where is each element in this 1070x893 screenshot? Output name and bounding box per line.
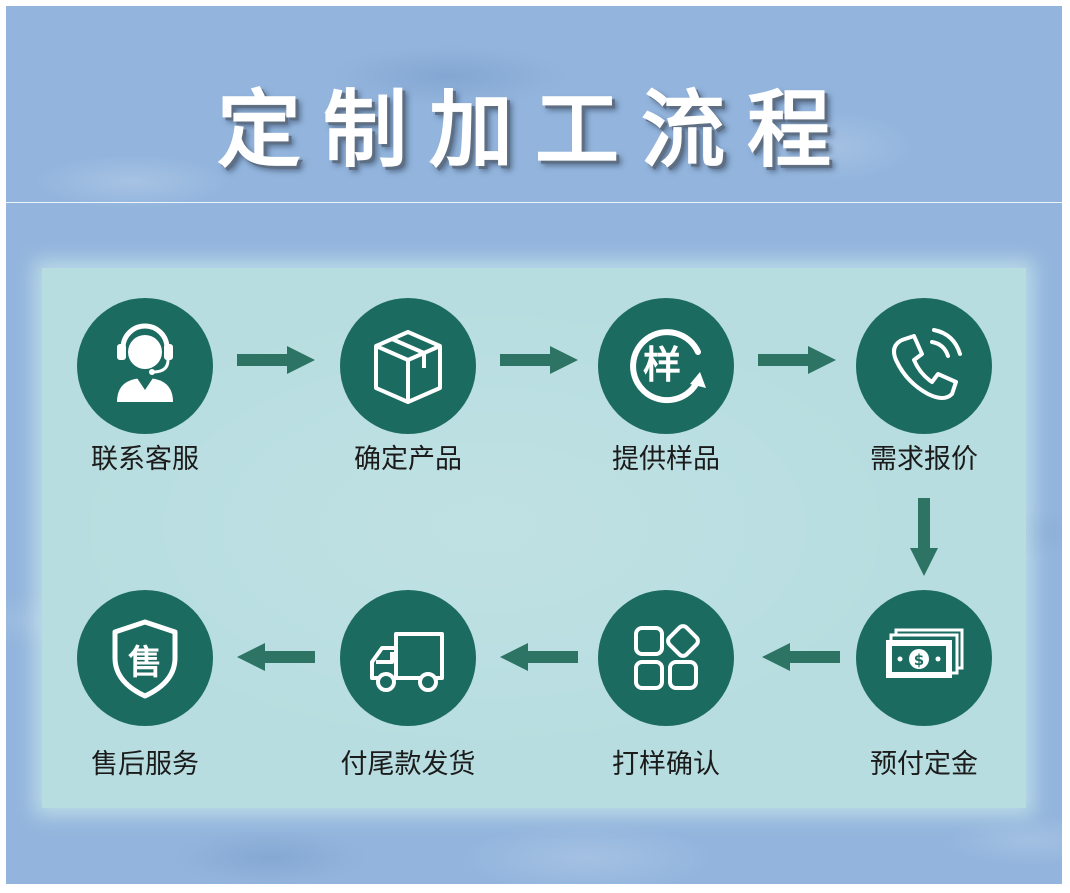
step-circle-deposit: $ [856,590,992,726]
package-box-icon [374,330,442,404]
step-circle-sample-confirm [598,590,734,726]
step-circle-quotation [856,298,992,434]
arrow-left-3 [237,643,315,671]
arrow-left-2 [500,643,578,671]
step-label-final-payment: 付尾款发货 [340,749,476,780]
page-title: 定制加工流程 [216,81,853,179]
arrow-right-3 [758,346,836,374]
app-grid-icon [634,624,700,690]
step-circle-contact-service [77,298,213,434]
step-circle-after-sales: 售 [77,590,213,726]
step-circle-provide-sample: 样 [598,298,734,434]
money-banknote-icon: $ [886,628,964,678]
step-circle-final-payment [340,590,476,726]
title-divider [0,202,1070,203]
delivery-truck-icon [370,632,444,692]
arrow-down [910,498,938,576]
arrow-right-2 [500,346,578,374]
step-label-deposit: 预付定金 [870,749,978,780]
dollar-icon-text: $ [914,651,924,669]
phone-call-icon [892,328,962,400]
sample-refresh-icon: 样 [630,329,706,404]
step-label-provide-sample: 提供样品 [612,444,720,475]
shield-icon-text: 售 [128,643,162,683]
arrow-left-1 [762,643,840,671]
arrow-right-1 [237,346,315,374]
step-label-quotation: 需求报价 [870,444,978,475]
sample-icon-text: 样 [643,343,681,387]
shield-icon: 售 [112,619,178,699]
step-label-after-sales: 售后服务 [91,749,199,780]
step-circle-confirm-product [340,298,476,434]
step-label-contact-service: 联系客服 [91,444,199,475]
customer-service-headset-icon [117,323,173,402]
step-label-sample-confirm: 打样确认 [612,749,720,780]
step-label-confirm-product: 确定产品 [354,444,462,475]
